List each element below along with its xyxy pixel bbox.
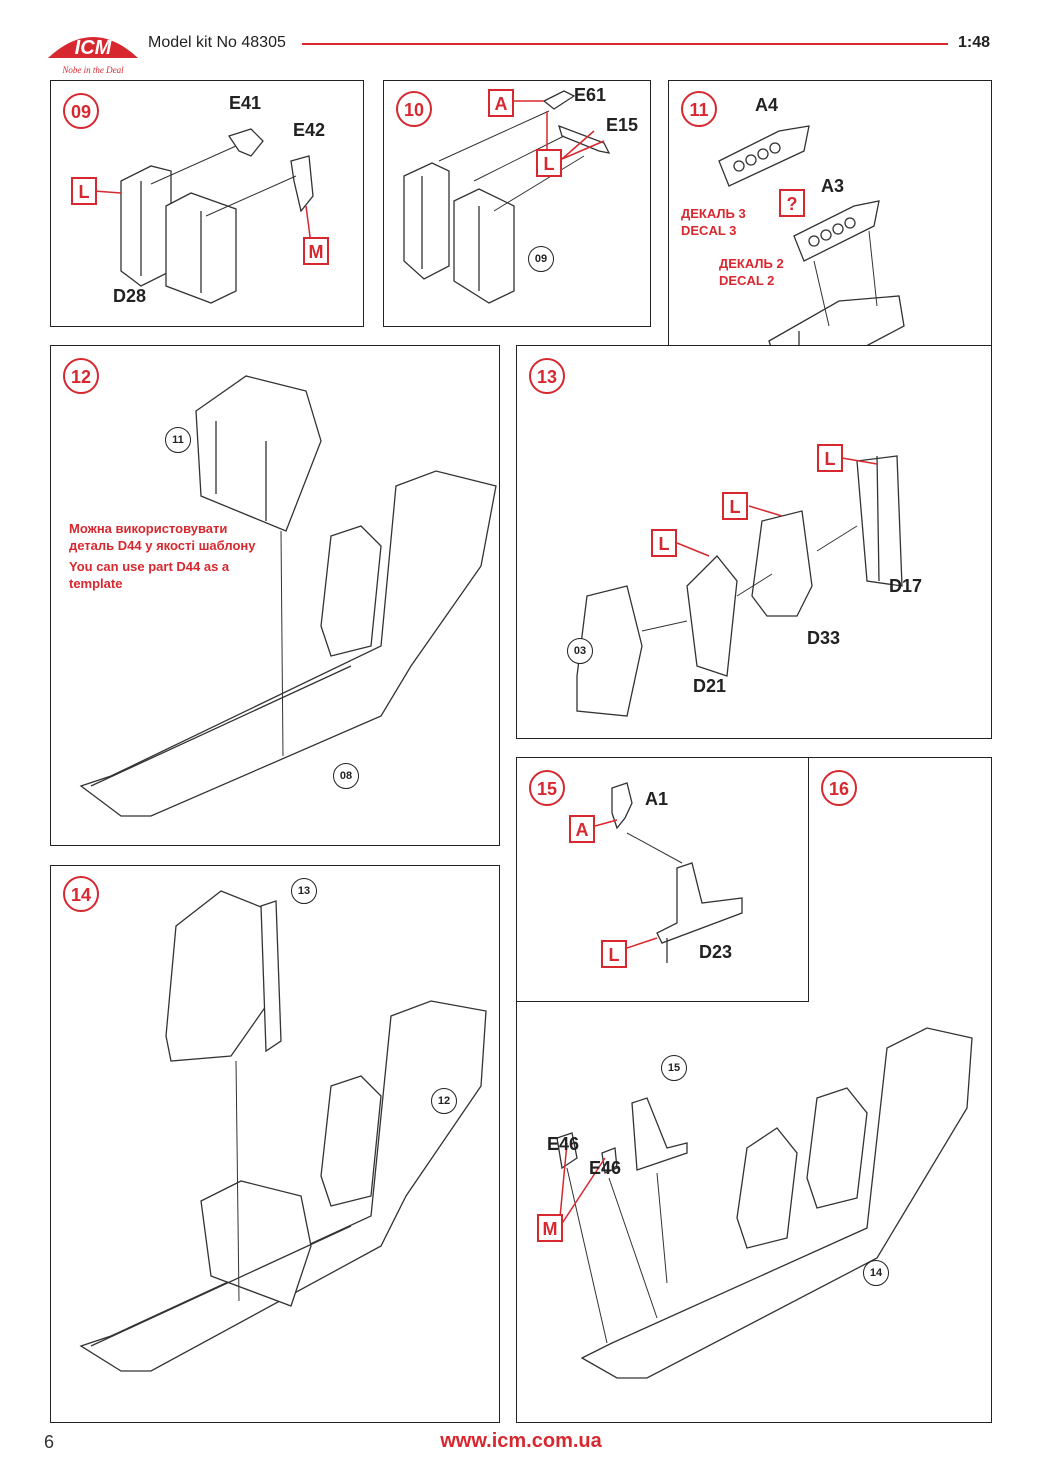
- note-ukrainian: Можна використовувати деталь D44 у якост…: [69, 521, 256, 553]
- step-09-number: 09: [63, 93, 99, 129]
- step-16-panel: 16 E46 E46 M 15 14: [516, 757, 992, 1423]
- tag-l: L: [601, 940, 627, 968]
- part-d21-label: D21: [693, 676, 727, 696]
- part-a1-label: A1: [645, 789, 669, 809]
- ref-step-03: 03: [567, 638, 593, 664]
- tag-l: L: [536, 149, 562, 177]
- ref-step-14: 14: [863, 1260, 889, 1286]
- decal-2-en: DECAL 2: [719, 273, 775, 288]
- model-kit-title: Model kit No 48305: [148, 34, 286, 51]
- step-10-drawing: [403, 90, 611, 304]
- tag-l: L: [817, 444, 843, 472]
- scale-label: 1:48: [958, 34, 991, 51]
- header-rule: [302, 43, 948, 45]
- part-d17-label: D17: [889, 576, 923, 596]
- step-16-drawing: [556, 1027, 973, 1379]
- website-link[interactable]: www.icm.com.ua: [440, 1430, 602, 1452]
- tag-question: ?: [779, 189, 805, 217]
- page-number: 6: [44, 1432, 55, 1452]
- part-a3-label: A3: [821, 176, 845, 196]
- tag-l: L: [71, 177, 97, 205]
- step-12-drawing: [79, 375, 497, 817]
- ref-step-08: 08: [333, 763, 359, 789]
- step-14-number: 14: [63, 876, 99, 912]
- tag-a: A: [488, 89, 514, 117]
- part-e46-label: E46: [589, 1158, 622, 1178]
- slogan-text: Nobe in the Deal: [61, 65, 124, 75]
- tag-l: L: [722, 492, 748, 520]
- decal-3-en: DECAL 3: [681, 223, 737, 238]
- brand-text: ICM: [75, 37, 113, 59]
- part-d33-label: D33: [807, 628, 841, 648]
- part-e46-label: E46: [547, 1134, 580, 1154]
- ref-step-15: 15: [661, 1055, 687, 1081]
- part-a4-label: A4: [755, 95, 779, 115]
- step-13-panel: 13 D17 D33 D21 L L L 03: [516, 345, 992, 739]
- part-e42-label: E42: [293, 120, 326, 140]
- step-10-number: 10: [396, 91, 432, 127]
- decal-3-ua: ДЕКАЛЬ 3: [681, 206, 746, 221]
- step-14-drawing: [79, 890, 487, 1372]
- ref-step-12: 12: [431, 1088, 457, 1114]
- ref-step-09: 09: [528, 246, 554, 272]
- step-15-panel: 15 A1 D23 A L: [516, 757, 809, 1002]
- step-11-number: 11: [681, 91, 717, 127]
- ref-step-13: 13: [291, 878, 317, 904]
- step-14-panel: 14 13 12: [50, 865, 500, 1423]
- tag-l: L: [651, 529, 677, 557]
- icm-logo: ICM Nobe in the Deal: [38, 18, 148, 80]
- part-d23-label: D23: [699, 942, 733, 962]
- ref-step-11: 11: [165, 427, 191, 453]
- step-09-drawing: [93, 128, 314, 304]
- step-15-drawing: [594, 782, 743, 963]
- step-12-panel: 12 11 08 Можна використовувати деталь D4…: [50, 345, 500, 846]
- part-e61-label: E61: [574, 85, 607, 105]
- tag-m: M: [537, 1214, 563, 1242]
- step-12-number: 12: [63, 358, 99, 394]
- part-d28-label: D28: [113, 286, 147, 306]
- step-15-number: 15: [529, 770, 565, 806]
- step-16-number: 16: [821, 770, 857, 806]
- step-10-panel: 10 E61 E15 A L 09: [383, 80, 651, 327]
- part-e41-label: E41: [229, 93, 262, 113]
- part-e15-label: E15: [606, 115, 639, 135]
- step-13-number: 13: [529, 358, 565, 394]
- step-09-panel: 09 E41 E42 D28 L M: [50, 80, 364, 327]
- step-13-drawing: [576, 455, 903, 717]
- tag-a: A: [569, 815, 595, 843]
- note-english: You can use part D44 as a template: [69, 559, 230, 591]
- tag-m: M: [303, 237, 329, 265]
- decal-2-ua: ДЕКАЛЬ 2: [719, 256, 784, 271]
